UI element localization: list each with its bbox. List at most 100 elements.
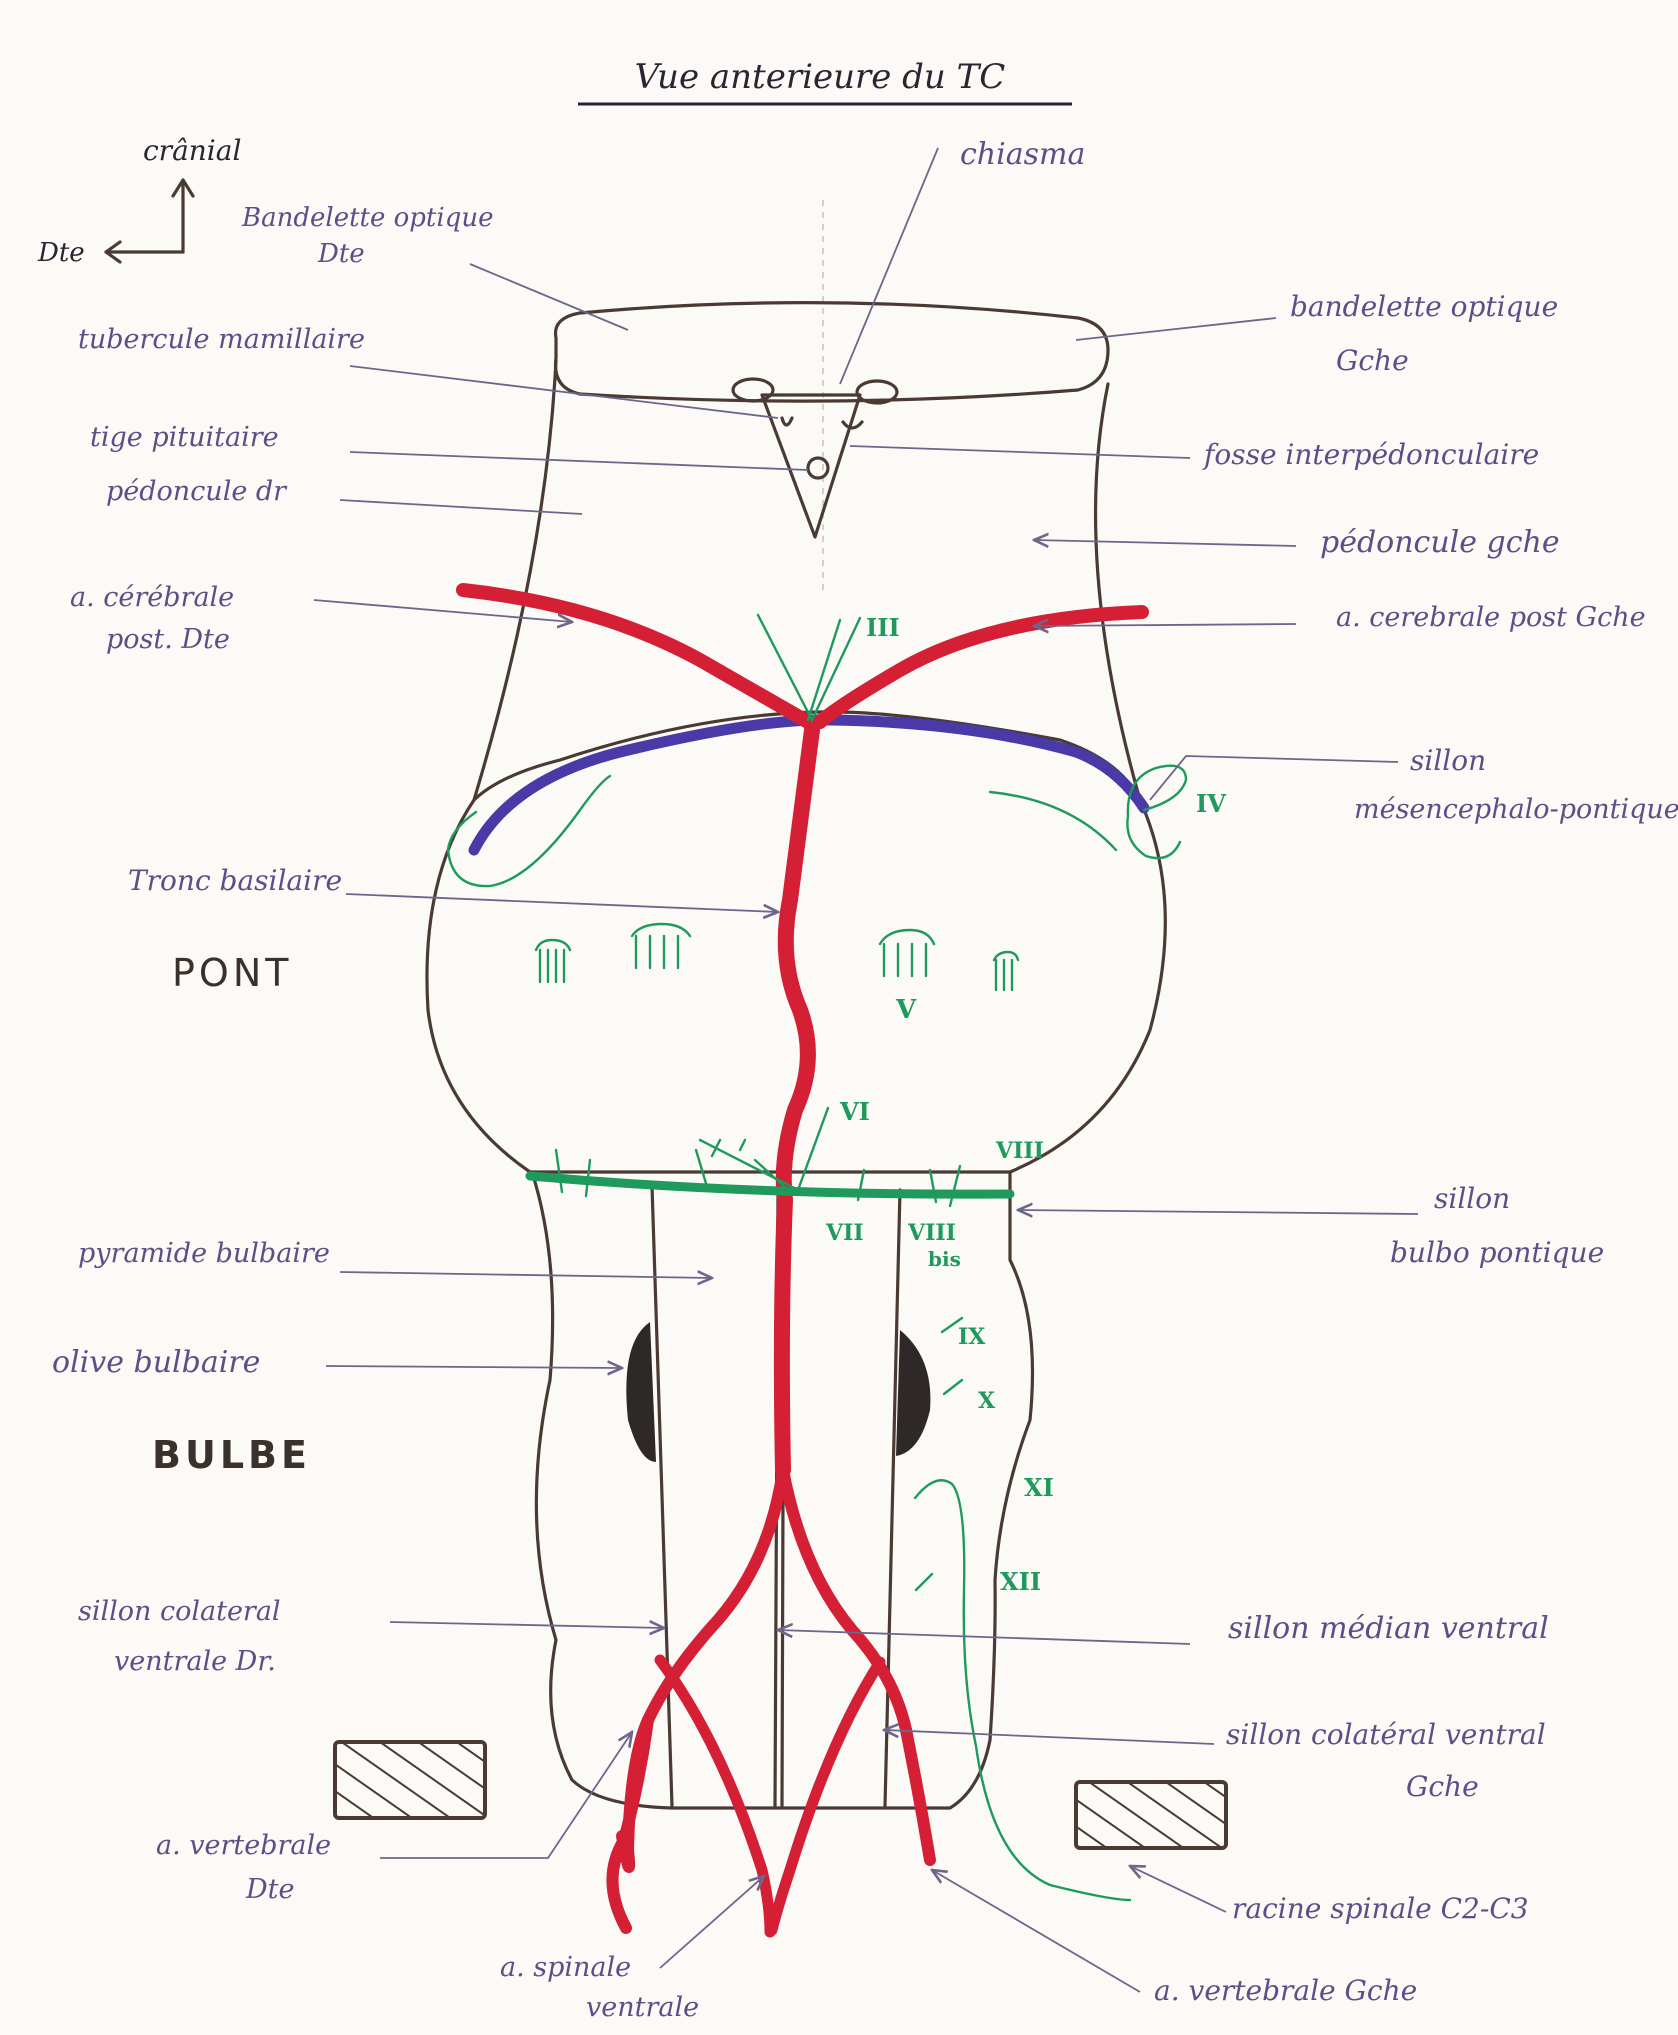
leader-chiasma	[839, 147, 939, 385]
nerve-VIII-bis-label: VIII	[907, 1220, 956, 1246]
vertebral-artery-right-lower	[616, 1714, 654, 1873]
leader-vertebral-artery-right	[380, 1732, 632, 1859]
label-spinal-root: racine spinale C2-C3	[1232, 1892, 1529, 1925]
leader-mammillary-body	[349, 365, 779, 419]
nerve-IV-arc	[1126, 764, 1188, 860]
spinal-root-XI	[913, 1479, 1132, 1902]
label-peduncle-left: pédoncule gche	[1320, 525, 1560, 560]
leader-pituitary-stalk	[349, 451, 809, 471]
label-collateral-sulcus-left-2: Gche	[1406, 1770, 1479, 1803]
vertebral-artery-left	[777, 1464, 936, 1866]
olive-right	[626, 1322, 656, 1462]
label-posterior-cerebral-right-2: post. Dte	[106, 624, 230, 655]
leader-median-ventral-sulcus	[778, 1630, 1191, 1645]
leader-medullary-olive	[325, 1366, 622, 1368]
leader-ventral-spinal-artery	[659, 1876, 764, 1969]
label-ventral-spinal-artery: a. spinale	[500, 1952, 631, 1983]
label-chiasma: chiasma	[960, 137, 1085, 172]
posterior-cerebral-artery-right	[456, 583, 815, 729]
region-pons: PONT	[172, 951, 292, 995]
leader-optic-tract-right	[469, 263, 629, 331]
nerve-XII-root	[914, 1572, 934, 1592]
pons-outline	[425, 710, 1167, 1174]
basilar-trunk	[773, 722, 820, 1478]
orientation-indicator: crânial Dte	[37, 134, 241, 268]
label-mammillary-body: tubercule mamillaire	[78, 324, 365, 355]
pyramid-border-left	[883, 1188, 902, 1808]
interpeduncular-fossa	[760, 393, 862, 539]
nerve-X-root	[942, 1378, 964, 1396]
olive-left	[896, 1330, 931, 1456]
nerve-XII-label: XII	[1000, 1567, 1041, 1596]
leader-collateral-sulcus-left	[884, 1730, 1215, 1745]
nerve-VII-label: VII	[825, 1220, 864, 1246]
vertebral-cross-left	[766, 1656, 886, 1936]
label-mesencephalo-pontine-sulcus: sillon	[1410, 744, 1486, 777]
nerve-IV-label: IV	[1196, 789, 1226, 818]
label-medullary-olive: olive bulbaire	[52, 1345, 260, 1380]
label-mesencephalo-pontine-sulcus-2: mésencephalo-pontique	[1354, 794, 1678, 825]
label-bulbo-pontine-sulcus-2: bulbo pontique	[1390, 1236, 1604, 1269]
label-optic-tract-left-side: Gche	[1336, 344, 1409, 377]
leader-interpeduncular-fossa	[849, 445, 1191, 459]
nerve-III-label: III	[866, 613, 900, 642]
leader-medullary-pyramid	[339, 1272, 712, 1278]
label-basilar-trunk: Tronc basilaire	[128, 864, 342, 897]
medulla-outline	[530, 1170, 1035, 1810]
pyramid-border-right	[650, 1184, 674, 1808]
dte-label: Dte	[37, 238, 85, 268]
leader-posterior-cerebral-right	[313, 599, 572, 622]
mammillary-mark-left	[841, 420, 864, 430]
mammillary-body-right	[731, 377, 775, 403]
label-peduncle-right: pédoncule dr	[106, 476, 288, 507]
label-collateral-sulcus-left: sillon colatéral ventral	[1226, 1718, 1546, 1751]
label-collateral-sulcus-right-2: ventrale Dr.	[114, 1646, 276, 1677]
nerve-IV-path	[988, 790, 1118, 852]
nerve-VI-roots	[698, 1106, 830, 1192]
leader-collateral-sulcus-right	[389, 1622, 664, 1628]
leader-optic-tract-left	[1075, 317, 1277, 341]
cerebral-peduncle-left	[1093, 382, 1142, 802]
nerve-X-label: X	[978, 1388, 996, 1414]
label-posterior-cerebral-right: a. cérébrale	[70, 582, 234, 613]
label-vertebral-artery-left: a. vertebrale Gche	[1154, 1974, 1417, 2007]
pituitary-stalk	[806, 456, 830, 480]
nerve-V-label: V	[895, 995, 917, 1025]
label-ventral-spinal-artery-2: ventrale	[586, 1992, 699, 2023]
posterior-cerebral-artery-left	[813, 605, 1149, 729]
label-medullary-pyramid: pyramide bulbaire	[78, 1238, 330, 1269]
leader-mesencephalo-pontine-sulcus	[1149, 755, 1399, 801]
label-optic-tract-right-side: Dte	[317, 239, 365, 269]
nerve-bis-label: bis	[928, 1247, 961, 1271]
optic-tract-band	[553, 301, 1110, 403]
hatched-box-left	[1074, 1780, 1228, 1850]
hatched-box-right	[333, 1740, 487, 1820]
nerve-IX-label: IX	[958, 1324, 986, 1350]
mammillary-body-left	[855, 379, 899, 405]
nerve-V-roots-right	[534, 922, 692, 984]
label-pituitary-stalk: tige pituitaire	[90, 422, 279, 453]
nerve-IX-root	[940, 1316, 964, 1334]
leader-basilar-trunk	[345, 893, 778, 912]
bulbo-pontine-rootlets	[554, 1148, 962, 1208]
diagram-title: Vue anterieure du TC	[635, 57, 1006, 97]
label-interpeduncular-fossa: fosse interpédonculaire	[1202, 438, 1539, 471]
pons-green-loop-right	[446, 774, 612, 888]
nerve-III-root-mid	[806, 618, 842, 722]
leader-vertebral-artery-left	[932, 1870, 1141, 1993]
label-collateral-sulcus-right: sillon colateral	[78, 1596, 281, 1627]
label-median-ventral-sulcus: sillon médian ventral	[1228, 1611, 1549, 1646]
mammillary-mark-right	[780, 416, 794, 427]
label-bulbo-pontine-sulcus: sillon	[1434, 1182, 1510, 1215]
nerve-VI-label: VI	[839, 1097, 870, 1126]
nerve-VIII-label: VIII	[995, 1138, 1044, 1164]
region-medulla: BULBE	[152, 1433, 311, 1477]
leader-peduncle-left	[1034, 540, 1297, 546]
cranial-label: crânial	[143, 134, 241, 167]
label-optic-tract-left: bandelette optique	[1290, 290, 1558, 323]
leader-spinal-root	[1130, 1866, 1227, 1913]
bulbo-pontine-sulcus-band	[525, 1171, 1015, 1199]
label-vertebral-artery-right: a. vertebrale	[156, 1830, 331, 1861]
